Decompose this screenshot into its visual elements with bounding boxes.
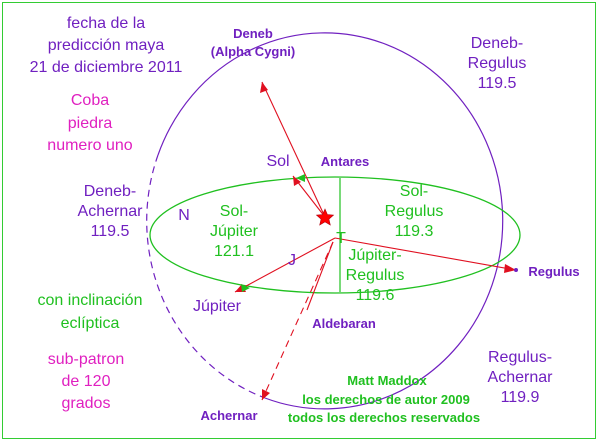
angle-sol-regulus-line-2: Regulus	[385, 203, 444, 220]
note-subpatron-line-2: de 120	[62, 373, 111, 390]
note-fecha-line-1: fecha de la	[67, 15, 145, 32]
angle-jupiter-regulus-line-2: Regulus	[346, 267, 405, 284]
angle-sol-regulus-line-1: Sol-	[400, 183, 428, 200]
note-subpatron-line-1: sub-patron	[48, 351, 125, 368]
angle-sol-jupiter-value: 121.1	[214, 243, 254, 260]
arrowhead-deneb	[260, 82, 268, 93]
angle-deneb-regulus-line-2: Regulus	[468, 55, 527, 72]
line-to-aldebaran	[306, 241, 334, 311]
label-achernar: Achernar	[200, 408, 257, 423]
angle-deneb-regulus-value: 119.5	[478, 75, 517, 92]
angle-jupiter-regulus-value: 119.6	[356, 287, 395, 304]
angle-regulus-achernar-line-1: Regulus-	[488, 349, 552, 366]
credit-copyright: los derechos de autor 2009	[302, 392, 470, 407]
credit-author: Matt Maddox	[347, 373, 427, 388]
angle-sol-jupiter-line-2: Júpiter	[210, 223, 259, 240]
line-to-regulus	[334, 237, 517, 271]
note-coba-line-1: Coba	[71, 92, 109, 109]
arrowhead-ecliptic-lower	[241, 284, 250, 292]
label-deneb-alpha-cygni: (Alpha Cygni)	[211, 44, 296, 59]
diagram-frame	[2, 2, 596, 439]
arrowhead-regulus	[504, 264, 516, 273]
note-fecha-line-2: predicción maya	[48, 37, 165, 54]
note-subpatron-line-3: grados	[62, 395, 111, 412]
line-to-jupiter	[234, 237, 336, 293]
note-fecha-line-3: 21 de diciembre 2011	[30, 59, 183, 76]
label-j: J	[288, 252, 296, 269]
angle-deneb-achernar-line-2: Achernar	[78, 203, 144, 220]
label-antares: Antares	[321, 154, 369, 169]
angle-sol-regulus-value: 119.3	[395, 223, 434, 240]
angle-deneb-regulus-line-1: Deneb-	[471, 35, 523, 52]
angle-regulus-achernar-line-2: Achernar	[488, 369, 554, 386]
angle-jupiter-regulus-line-1: Júpiter-	[348, 247, 401, 264]
angle-regulus-achernar-value: 119.9	[501, 389, 540, 406]
center-star-icon	[315, 208, 335, 226]
label-sol: Sol	[266, 153, 289, 170]
label-north-n: N	[178, 207, 190, 224]
note-coba-line-3: numero uno	[47, 137, 132, 154]
regulus-point-icon	[514, 268, 518, 272]
line-to-achernar-dashed	[261, 241, 334, 401]
credit-rights: todos los derechos reservados	[288, 410, 480, 425]
angle-deneb-achernar-line-1: Deneb-	[84, 183, 136, 200]
angle-deneb-achernar-value: 119.5	[91, 223, 130, 240]
label-deneb: Deneb	[233, 26, 273, 41]
celestial-sphere-dashed-arc	[146, 154, 266, 399]
arrowhead-sol	[293, 176, 301, 186]
label-regulus: Regulus	[528, 264, 579, 279]
label-aldebaran: Aldebaran	[312, 316, 376, 331]
note-coba-line-2: piedra	[68, 115, 113, 132]
celestial-sphere-solid-arc	[157, 32, 504, 410]
arrowhead-achernar	[262, 389, 270, 400]
arrowhead-ecliptic-upper	[296, 174, 305, 182]
note-inclinacion-line-2: eclíptica	[61, 315, 120, 332]
ecliptic-ellipse	[149, 176, 521, 294]
label-jupiter: Júpiter	[193, 298, 242, 315]
line-to-deneb	[261, 81, 326, 218]
label-t: T	[336, 230, 346, 247]
note-inclinacion-line-1: con inclinación	[38, 292, 143, 309]
angle-sol-jupiter-line-1: Sol-	[220, 203, 248, 220]
